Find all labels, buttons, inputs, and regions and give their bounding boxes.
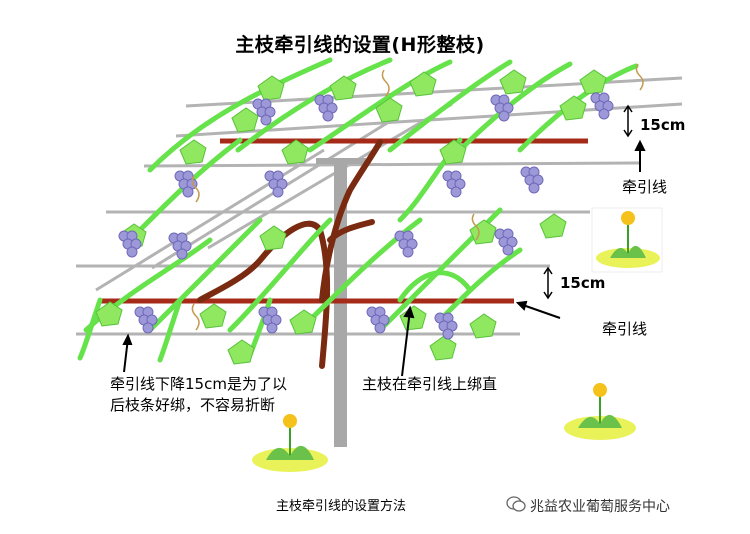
wire-label-mid: 牵引线 bbox=[602, 320, 648, 338]
wire-label-top: 牵引线 bbox=[622, 178, 668, 196]
dimension-label-top: 15cm bbox=[640, 116, 686, 134]
leaves bbox=[95, 69, 607, 365]
grape-clusters bbox=[118, 92, 614, 340]
post-cap bbox=[316, 158, 366, 164]
tendrils bbox=[191, 63, 644, 331]
figure-caption: 主枝牵引线的设置方法 bbox=[276, 499, 407, 514]
dimension-marker-mid bbox=[543, 266, 553, 300]
flower-patch-left-bottom bbox=[252, 414, 328, 472]
note-left-line2: 后枝条好绑，不容易折断 bbox=[110, 396, 276, 414]
page-title: 主枝牵引线的设置(H形整枝) bbox=[235, 34, 485, 56]
note-left-line1: 牵引线下降15cm是为了以 bbox=[110, 375, 287, 393]
cross-wires bbox=[95, 102, 453, 292]
pointer-lines bbox=[122, 139, 646, 377]
flower-patch-right-bottom bbox=[564, 383, 636, 440]
note-center: 主枝在牵引线上绑直 bbox=[362, 375, 498, 393]
flower-patch-right-top bbox=[591, 207, 663, 273]
watermark: 兆益农业葡萄服务中心 bbox=[530, 499, 670, 515]
note-left: 牵引线下降15cm是为了以 后枝条好绑，不容易折断 bbox=[110, 374, 287, 416]
dimension-label-mid: 15cm bbox=[560, 274, 606, 292]
dimension-marker-top bbox=[623, 104, 633, 138]
wechat-icon bbox=[506, 496, 526, 512]
